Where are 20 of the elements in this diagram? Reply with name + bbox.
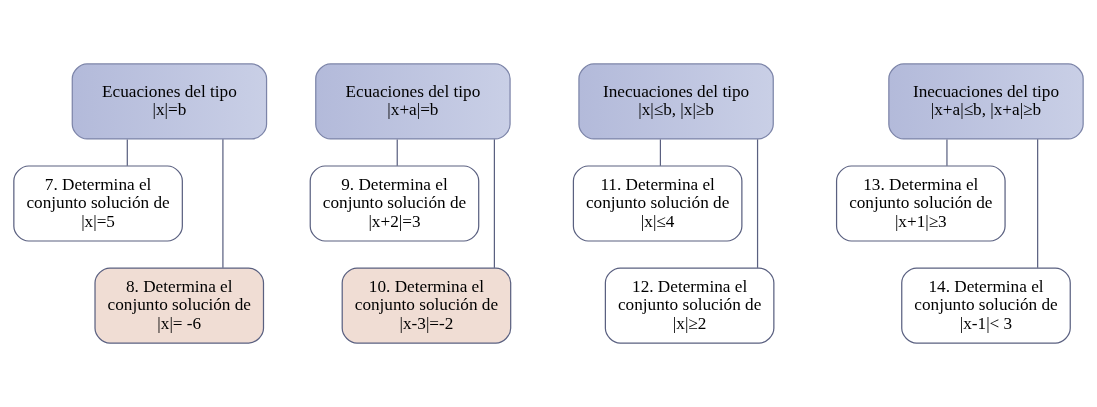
node-box: 7. Determina el conjunto solución de |x|=5 (13, 165, 183, 242)
node-box: Ecuaciones del tipo |x+a|=b (315, 63, 511, 140)
connector (222, 138, 224, 269)
node-box: 11. Determina el conjunto solución de |x|≤4 (572, 165, 743, 242)
connector (396, 138, 398, 167)
node-box: 10. Determina el conjunto solución de |x-3|=-2 (341, 267, 512, 344)
node-box: Ecuaciones del tipo |x|=b (71, 63, 268, 140)
node-box: 9. Determina el conjunto solución de |x+2|=3 (309, 165, 480, 242)
connector (1037, 138, 1039, 269)
node-box: Inecuaciones del tipo |x|≤b, |x|≥b (578, 63, 774, 140)
node-box: 14. Determina el conjunto solución de |x-1|< 3 (901, 267, 1071, 344)
connector (493, 138, 495, 269)
node-box: 8. Determina el conjunto solución de |x|= -6 (94, 267, 265, 344)
node-box: Inecuaciones del tipo |x+a|≤b, |x+a|≥b (888, 63, 1084, 140)
connector (756, 138, 759, 269)
node-box: 12. Determina el conjunto solución de |x|≥2 (604, 267, 775, 344)
connector (659, 138, 662, 167)
connector (946, 138, 948, 167)
connector (126, 138, 128, 167)
node-box: 13. Determina el conjunto solución de |x+1|≥3 (835, 165, 1006, 242)
